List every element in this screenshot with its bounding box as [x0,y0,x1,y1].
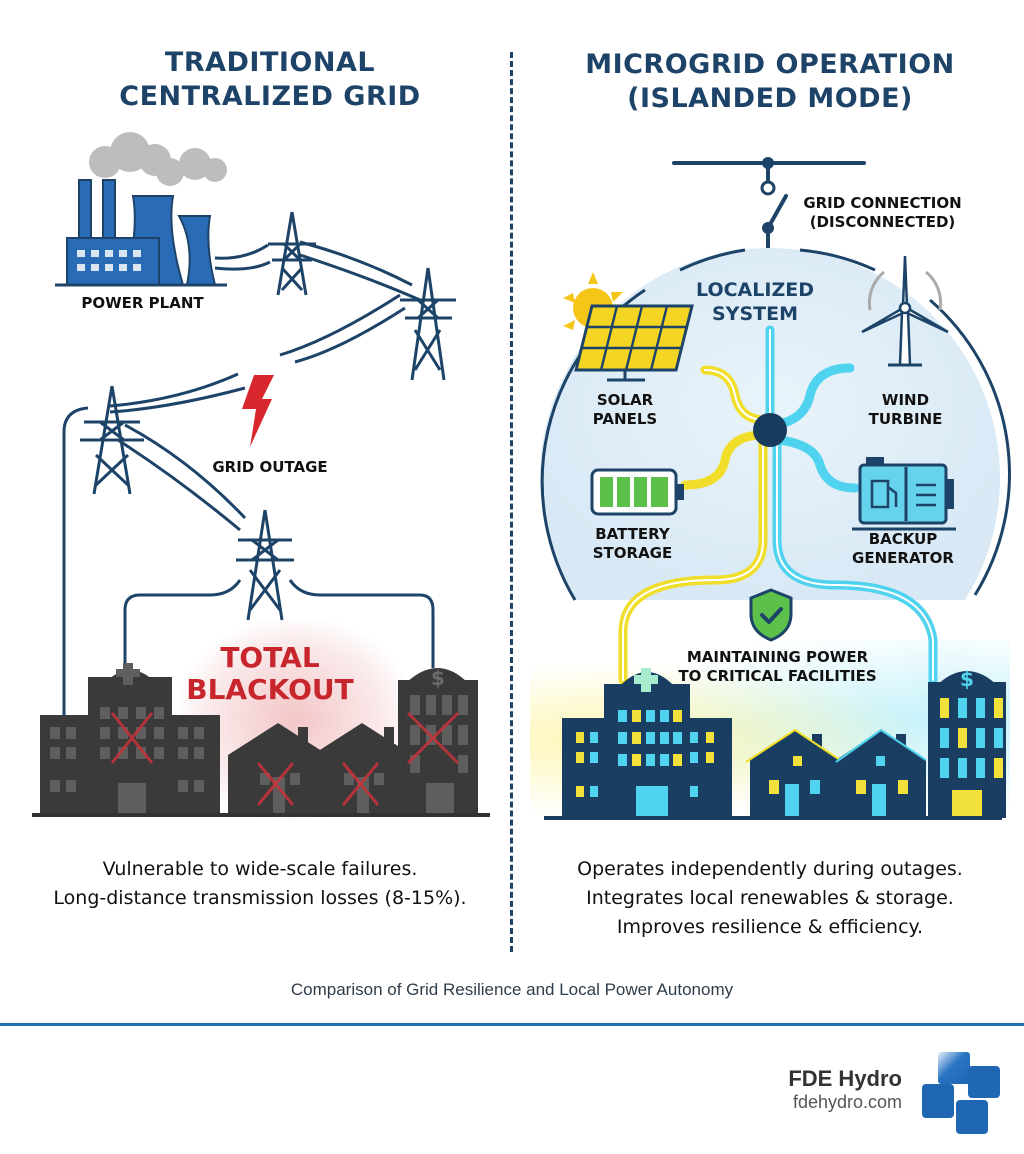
description-line: Improves resilience & efficiency. [616,916,924,938]
powered-facilities: $ [544,667,1006,820]
right-panel-description: Operates independently during outages. I… [535,855,1005,942]
label-line: WIND [881,391,930,409]
grid-outage-label: GRID OUTAGE [212,458,328,476]
label-line: BACKUP [868,530,938,548]
label-line: STORAGE [592,544,673,562]
left-panel-title: TRADITIONAL CENTRALIZED GRID [40,46,500,114]
footer-rule [0,1023,1024,1026]
x-mark-icon [110,711,460,806]
label-line: GRID CONNECTION [803,194,962,212]
solar-panels-label: SOLAR PANELS [580,391,670,429]
figure-caption: Comparison of Grid Resilience and Local … [290,980,734,999]
label-line: (DISCONNECTED) [809,213,956,231]
description-line: Integrates local renewables & storage. [586,887,954,909]
label-line: BATTERY [595,525,670,543]
shield-check-icon [749,588,793,642]
localized-system-label: LOCALIZED SYSTEM [690,278,820,326]
power-plant-label: POWER PLANT [81,294,204,312]
title-line: CENTRALIZED GRID [119,81,421,112]
wind-turbine-icon [861,255,949,367]
battery-storage-label: BATTERY STORAGE [575,525,690,563]
title-line: (ISLANDED MODE) [627,83,913,114]
label-line: SYSTEM [712,303,798,325]
backup-generator-icon [852,457,956,531]
blacked-out-facilities: $ [32,663,490,817]
grid-connection-switch-icon [672,157,866,267]
right-panel-title: MICROGRID OPERATION (ISLANDED MODE) [540,48,1000,116]
label-line: SOLAR [596,391,654,409]
total-blackout-label: TOTAL BLACKOUT [170,642,370,706]
label-line: MAINTAINING POWER [686,648,869,666]
label-line: PANELS [592,410,658,428]
brand-url: fdehydro.com [792,1092,902,1112]
lightning-bolt-icon [242,375,274,447]
power-plant-icon [55,132,227,287]
label-line: TURBINE [868,410,943,428]
maintaining-power-label: MAINTAINING POWER TO CRITICAL FACILITIES [665,648,890,686]
brand-logo-icon [922,1052,1000,1134]
wind-turbine-label: WIND TURBINE [848,391,963,429]
description-line: Long-distance transmission losses (8-15%… [53,887,467,909]
transmission-network-diagram [62,211,456,720]
label-line: LOCALIZED [696,279,814,301]
tower-icons [80,211,456,621]
label-line: TO CRITICAL FACILITIES [678,667,877,685]
description-line: Vulnerable to wide-scale failures. [102,858,418,880]
brand-name: FDE Hydro [788,1066,902,1091]
panel-divider [510,52,513,952]
title-line: MICROGRID OPERATION [585,49,955,80]
svg-text:$: $ [960,667,974,691]
battery-icon [590,468,684,516]
description-line: Operates independently during outages. [577,858,963,880]
blackout-line: BLACKOUT [186,673,354,706]
left-panel-description: Vulnerable to wide-scale failures. Long-… [20,855,500,913]
grid-connection-label: GRID CONNECTION (DISCONNECTED) [790,194,975,232]
label-line: GENERATOR [852,549,954,567]
backup-generator-label: BACKUP GENERATOR [838,530,968,568]
blackout-line: TOTAL [220,641,320,674]
svg-text:$: $ [431,666,445,690]
title-line: TRADITIONAL [164,47,376,78]
solar-panel-icon [563,272,694,382]
lit-windows [576,698,1003,818]
